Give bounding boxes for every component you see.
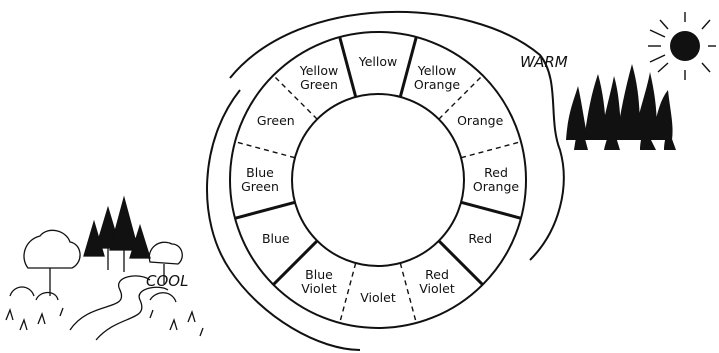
segment-label: Orange [457, 113, 503, 128]
fire-icon [566, 64, 676, 150]
segment-label: Blue [262, 231, 290, 246]
segment-boundary [461, 202, 521, 218]
segment-label: Yellow [358, 54, 397, 69]
sun-icon [648, 12, 716, 80]
segment-label: Green [257, 113, 295, 128]
cool-bracket [207, 90, 360, 350]
segment-boundary [400, 263, 416, 323]
segment-boundary [461, 142, 521, 158]
segment-boundary [235, 202, 295, 218]
segment-boundary [340, 263, 356, 323]
forest-stream-icon [6, 198, 203, 340]
segment-label: Red [468, 231, 492, 246]
segment-boundary [340, 37, 356, 97]
warm-label: WARM [520, 53, 568, 71]
segment-boundary [235, 142, 295, 158]
segment-label: Violet [360, 290, 396, 305]
wheel-inner-ring [292, 94, 464, 266]
warm-bracket [230, 12, 564, 260]
